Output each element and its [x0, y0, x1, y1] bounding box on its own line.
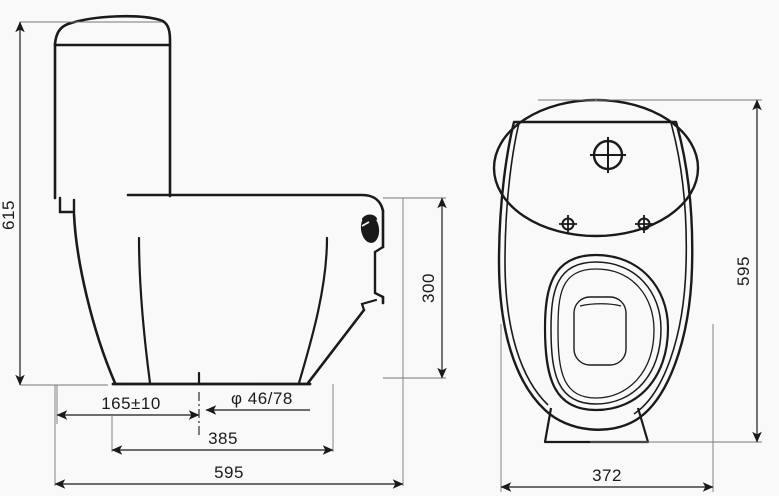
dimension-385-depth: 385 — [111, 384, 334, 455]
dimension-outlet-diameter: φ 46/78 — [205, 389, 310, 415]
bowl-left-skirt — [72, 212, 117, 385]
bolt-hole-left — [559, 215, 577, 233]
dimension-615-height: 615 — [0, 21, 162, 386]
side-bowl — [58, 193, 385, 386]
dim-label-outlet-dia: φ 46/78 — [231, 389, 293, 408]
side-fitting-detail — [360, 214, 380, 243]
top-plan-view: 595 372 — [492, 98, 762, 492]
dimension-165-roughin: 165±10 — [56, 385, 200, 424]
side-fitting-body — [360, 215, 380, 243]
dim-label-385: 385 — [208, 429, 238, 448]
water-spot-outline — [573, 296, 627, 366]
bolt-hole-right — [635, 215, 653, 233]
bowl-right-skirt — [306, 308, 366, 385]
top-body-inner-left — [504, 122, 549, 406]
dim-label-300: 300 — [419, 273, 438, 303]
bowl-inner-line-left — [137, 236, 152, 385]
tank-lid — [492, 98, 700, 238]
bowl-back-recess — [373, 245, 385, 299]
top-body-inner-right — [633, 122, 688, 415]
top-body-outline — [497, 120, 694, 431]
dimension-595-top-length: 595 — [538, 99, 762, 443]
bowl-rim-mid — [550, 261, 662, 405]
side-fitting-hook — [361, 214, 378, 221]
top-front-foot — [543, 407, 650, 444]
dimension-372-width: 372 — [500, 324, 714, 492]
bowl-rim-inner — [557, 268, 655, 399]
tank-outline-right — [53, 14, 172, 198]
side-fitting-highlight — [361, 221, 370, 227]
dim-label-615: 615 — [0, 200, 18, 230]
dim-label-372: 372 — [592, 466, 622, 485]
bowl-rim-outer — [543, 253, 670, 412]
water-spot-inner-arc — [579, 303, 622, 307]
bowl-rear-step — [58, 196, 76, 214]
dim-label-165: 165±10 — [101, 394, 161, 413]
dim-label-595-side: 595 — [214, 463, 244, 482]
side-tank — [53, 14, 172, 200]
side-elevation-view: 615 300 165±10 φ 46/78 — [0, 14, 447, 489]
dimension-300-bowl-height: 300 — [383, 197, 447, 379]
dimension-595-length: 595 — [54, 198, 404, 489]
bowl-rim-top — [126, 193, 385, 213]
bowl-back-notch — [360, 298, 378, 312]
bowl-inner-line-right — [297, 236, 329, 385]
water-spot — [573, 296, 627, 366]
dim-label-top595: 595 — [734, 256, 753, 286]
flush-button-crosshair[interactable] — [590, 137, 626, 173]
